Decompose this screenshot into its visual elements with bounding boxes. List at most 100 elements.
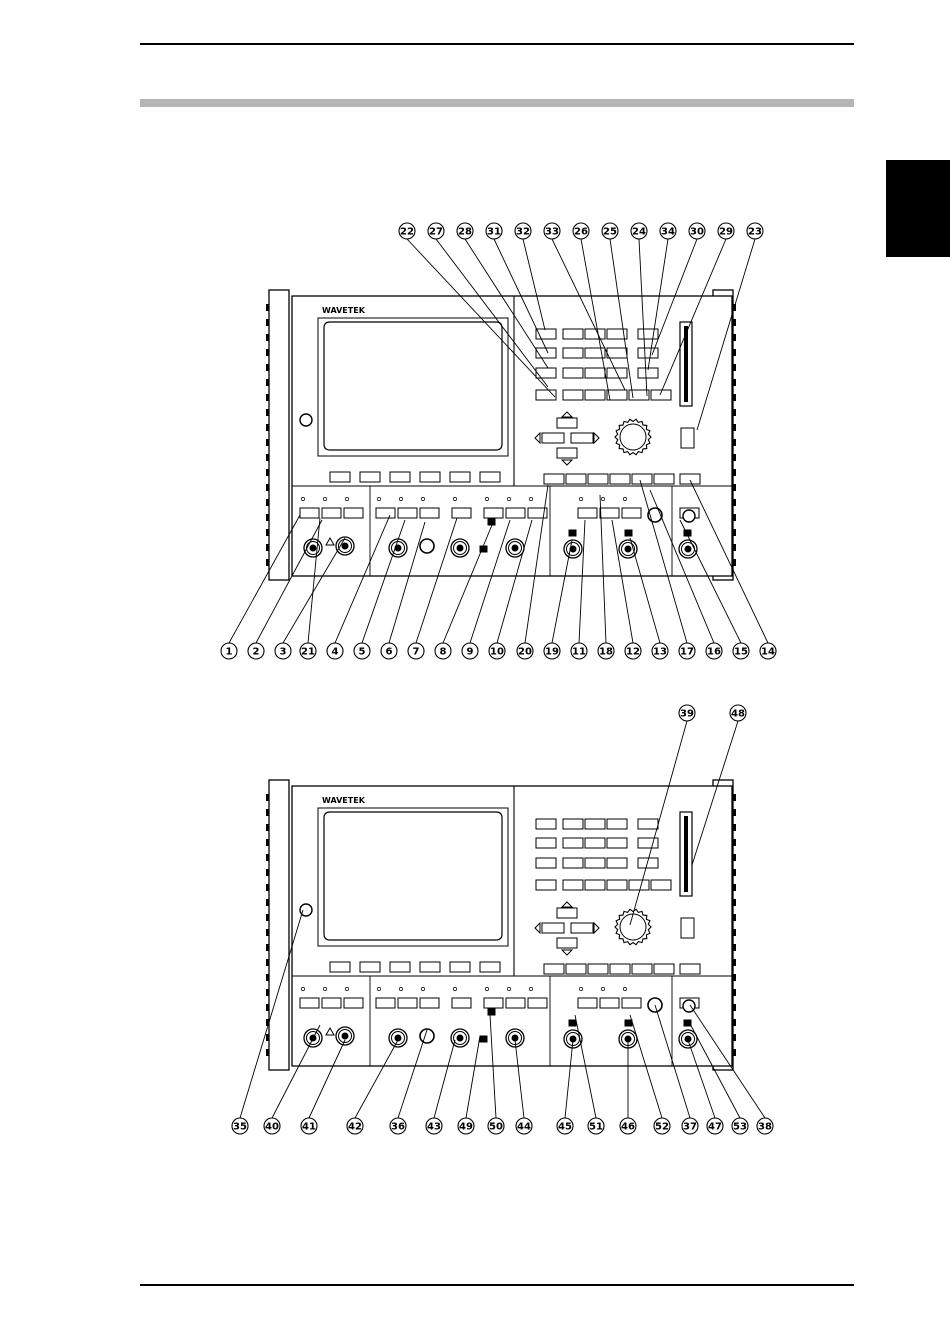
- status-led: [377, 987, 380, 990]
- bnc-connector: [451, 539, 469, 557]
- softkey: [450, 472, 470, 482]
- callout-23: 23: [747, 223, 763, 239]
- callout-33: 33: [544, 223, 560, 239]
- power-button: [300, 414, 312, 426]
- callout-number: 46: [621, 1122, 635, 1133]
- callout-number: 33: [545, 227, 559, 238]
- callout-number: 35: [233, 1122, 247, 1133]
- status-led: [421, 987, 424, 990]
- module-button: [484, 508, 503, 518]
- callout-19: 19: [544, 643, 560, 659]
- callout-22: 22: [399, 223, 415, 239]
- module-button: [600, 508, 619, 518]
- callout-number: 4: [332, 647, 339, 658]
- knob-face: [620, 424, 646, 450]
- keypad-key: [563, 329, 583, 339]
- callout-48: 48: [730, 705, 746, 721]
- status-led: [623, 497, 626, 500]
- callout-16: 16: [706, 643, 722, 659]
- keypad-key: [563, 838, 583, 848]
- callout-number: 40: [265, 1122, 279, 1133]
- rail-notch: [733, 559, 736, 566]
- callout-number: 8: [440, 647, 447, 658]
- rail-notch: [266, 364, 269, 371]
- callout-number: 51: [589, 1122, 603, 1133]
- function-key: [610, 474, 630, 484]
- rail-notch: [266, 809, 269, 816]
- status-led: [485, 987, 488, 990]
- rail-notch: [733, 499, 736, 506]
- bnc-connector: [389, 539, 407, 557]
- rail-notch: [266, 929, 269, 936]
- slide-switch: [569, 1020, 576, 1026]
- bnc-connector: [389, 1029, 407, 1047]
- connector-pin: [457, 1035, 463, 1041]
- callout-number: 50: [489, 1122, 503, 1133]
- module-button: [300, 998, 319, 1008]
- callout-32: 32: [515, 223, 531, 239]
- bnc-connector: [506, 1029, 524, 1047]
- status-led: [529, 497, 532, 500]
- rail-notch: [266, 349, 269, 356]
- rail-notch: [266, 854, 269, 861]
- callout-8: 8: [435, 643, 451, 659]
- rail-notch: [733, 454, 736, 461]
- rail-notch: [733, 439, 736, 446]
- callout-45: 45: [557, 1118, 573, 1134]
- callout-number: 44: [517, 1122, 531, 1133]
- rail-notch: [733, 484, 736, 491]
- rail-notch: [266, 959, 269, 966]
- arrow-down-key: [557, 448, 577, 458]
- callout-number: 27: [429, 227, 443, 238]
- callout-3: 3: [275, 643, 291, 659]
- bnc-connector: [619, 540, 637, 558]
- callout-number: 26: [574, 227, 588, 238]
- bnc-connector: [564, 540, 582, 558]
- rail-notch: [266, 439, 269, 446]
- callout-27: 27: [428, 223, 444, 239]
- keypad-left-key: [536, 838, 556, 848]
- rail-notch: [733, 409, 736, 416]
- callout-number: 13: [653, 647, 667, 658]
- module-button: [420, 508, 439, 518]
- callout-31: 31: [486, 223, 502, 239]
- rail-notch: [733, 364, 736, 371]
- function-key: [544, 474, 564, 484]
- callout-number: 7: [413, 647, 420, 658]
- rail-notch: [733, 929, 736, 936]
- keypad-key: [563, 368, 583, 378]
- rail-notch: [733, 884, 736, 891]
- rail-notch: [266, 989, 269, 996]
- rail-notch: [266, 1034, 269, 1041]
- callout-51: 51: [588, 1118, 604, 1134]
- rail-notch: [266, 824, 269, 831]
- callout-10: 10: [489, 643, 505, 659]
- softkey: [420, 962, 440, 972]
- module-button: [420, 998, 439, 1008]
- callout-number: 37: [683, 1122, 697, 1133]
- callout-21: 21: [300, 643, 316, 659]
- callout-52: 52: [654, 1118, 670, 1134]
- callout-number: 10: [490, 647, 504, 658]
- rail-notch: [266, 899, 269, 906]
- callout-number: 47: [708, 1122, 722, 1133]
- figure-2: WAVETEK394835404142364349504445514652374…: [232, 705, 773, 1134]
- keypad-key: [585, 838, 605, 848]
- callout-number: 19: [545, 647, 559, 658]
- crt-screen: [324, 322, 502, 450]
- softkey: [330, 962, 350, 972]
- module-button: [344, 998, 363, 1008]
- function-key: [566, 474, 586, 484]
- rail-notch: [733, 974, 736, 981]
- status-led: [529, 987, 532, 990]
- callout-6: 6: [381, 643, 397, 659]
- keypad-key: [585, 819, 605, 829]
- keypad-key: [563, 819, 583, 829]
- rail-notch: [266, 794, 269, 801]
- module-button: [452, 998, 471, 1008]
- status-led: [453, 987, 456, 990]
- connector-pin: [685, 546, 691, 552]
- callout-17: 17: [679, 643, 695, 659]
- keypad-key: [563, 390, 583, 400]
- rail-notch: [266, 379, 269, 386]
